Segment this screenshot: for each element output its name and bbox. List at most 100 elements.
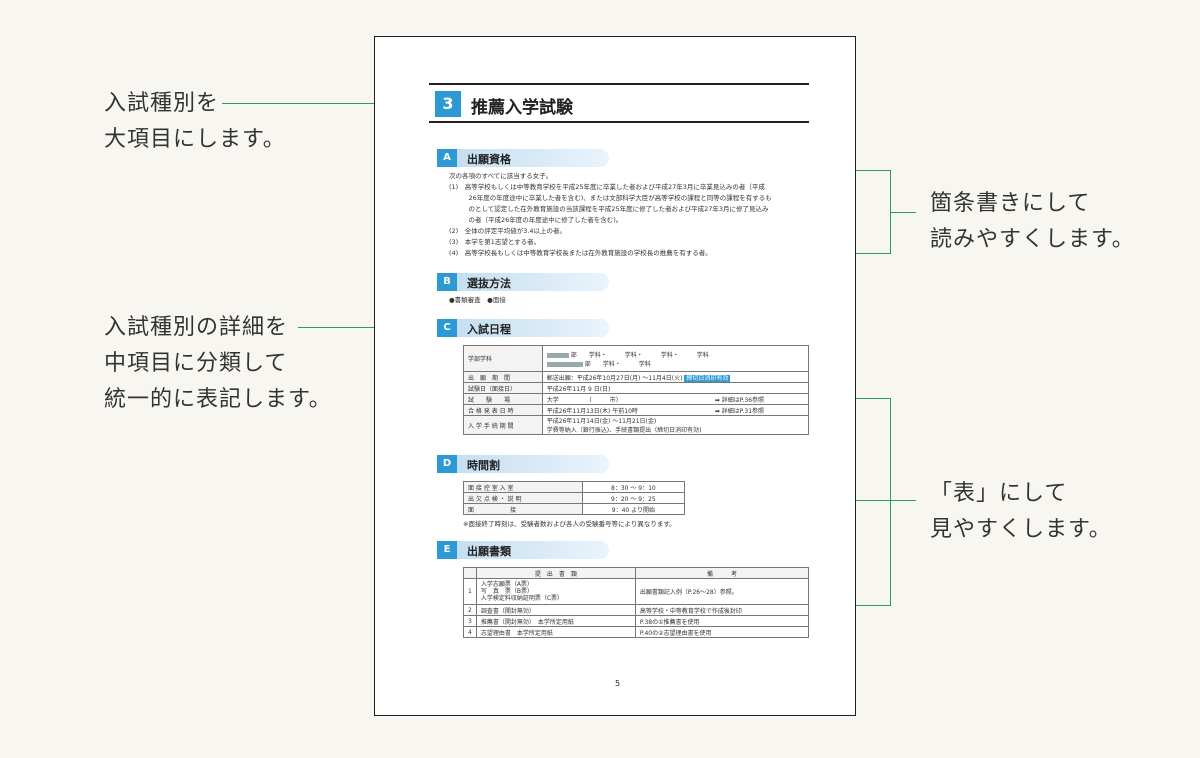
table-cell: 調査書（開封無効） [475,604,636,616]
document-page: 3 推薦入学試験 A 出願資格 次の各項のすべてに該当する女子。 (1) 高等学… [374,36,856,716]
table-header: 提 出 書 類 [475,567,636,579]
schedule-table: 学部学科 部 学科・ 学科・ 学科・ 学科 部 学科・ 学科 出 願 期 間 郵… [463,345,810,435]
annotation-text: 入試種別を [104,91,220,116]
table-row: 提 出 書 類 備 考 [463,567,810,579]
annotation-subsection-level: 入試種別の詳細を 中項目に分類して 統一的に表記します。 [104,310,332,418]
subsection-letter: E [437,541,457,559]
eligibility-list: 次の各項のすべてに該当する女子。 (1) 高等学校もしくは中等教育学校を平成25… [449,171,772,259]
annotation-text: 箇条書きにして [930,191,1091,216]
list-item: (2) 全体の評定平均値が3.4以上の者。 [449,227,567,235]
list-item: のとして認定した在外教育施設の当該課程を平成25年度に修了した者および平成27年… [449,205,769,213]
table-cell: 志望理由書 本学所定用紙 [475,626,636,638]
table-cell: 面 接 控 室 入 室 [463,481,583,493]
table-cell: 出 願 期 間 [463,371,543,383]
annotation-text: 入試種別の詳細を [104,315,289,340]
annotation-text: 「表」にして [930,481,1068,506]
subsection-title: 選抜方法 [467,277,511,290]
selection-method: ●書類審査 ●面接 [449,296,506,304]
table-cell: 面 接 [463,503,583,515]
dept-line: 部 学科・ 学科・ 学科・ 学科 [570,351,709,359]
annotation-list: 箇条書きにして 読みやすくします。 [930,186,1135,258]
table-row: 3 推薦書（開封無効） 本学所定用紙 P.38の①推薦書を使用 [463,615,810,627]
subsection-title: 入試日程 [467,323,511,336]
annotation-text: 大項目にします。 [104,127,286,152]
cell-text: 入学志願票（A票） [480,581,533,588]
table-cell: 合 格 発 表 日 時 [463,404,543,416]
cell-text: 郵送出願：平成26年10月27日(月) 〜11月4日(火) [546,374,683,382]
annotation-text: 統一的に表記します。 [104,387,332,412]
cell-text: 写 真 票（B票） [480,588,533,595]
connector-line [890,212,916,213]
connector-line [826,500,916,501]
page-number: 5 [615,679,621,688]
bracket-line [822,398,891,399]
subsection-letter: D [437,455,457,473]
subsection-header-d: D 時間割 [437,455,609,473]
subsection-letter: A [437,149,457,167]
table-cell: 出願書類記入例（P.26〜28）参照。 [634,578,810,605]
section-number: 3 [435,91,461,117]
table-cell: P.40の②志望理由書を使用 [634,626,810,638]
subsection-header-a: A 出願資格 [437,149,609,167]
timetable-note: ※面接終了時刻は、受験者数および各人の受験番号等により異なります。 [463,520,676,528]
list-item: (3) 本学を第1志望とする者。 [449,238,541,246]
subsection-header-c: C 入試日程 [437,319,609,337]
subsection-title: 時間割 [467,459,500,472]
table-row: 2 調査書（開封無効） 高等学校・中等教育学校で作成後封印 [463,604,810,616]
table-cell: 9：20 〜 9：25 [581,492,686,504]
list-item: (1) 高等学校もしくは中等教育学校を平成25年度に卒業した者および平成27年3… [449,183,765,191]
annotation-table: 「表」にして 見やすくします。 [930,476,1112,548]
bracket-line [890,398,891,606]
table-row: 4 志望理由書 本学所定用紙 P.40の②志望理由書を使用 [463,626,810,638]
list-item: の者（平成26年度の年度途中に修了した者を含む)。 [449,216,623,224]
table-header: 備 考 [634,567,810,579]
section-header: 3 推薦入学試験 [429,83,809,123]
table-cell: ➡ 詳細はP.36参照 [710,393,809,405]
table-cell: 試験日（面接日） [463,382,543,394]
cell-text: 平成26年11月14日(金) 〜11月21日(金) [546,418,657,425]
bracket-line [822,170,891,171]
table-row: 学部学科 部 学科・ 学科・ 学科・ 学科 部 学科・ 学科 [463,345,810,372]
subsection-header-b: B 選抜方法 [437,273,609,291]
table-cell: 出 欠 点 検 ・ 説 明 [463,492,583,504]
subsection-title: 出願書類 [467,545,511,558]
subsection-letter: B [437,273,457,291]
table-cell: 入学志願票（A票） 写 真 票（B票） 入学検定料収納証明票（C票） [475,578,636,605]
status-badge: 締切日消印有効 [684,374,731,382]
table-cell: 郵送出願：平成26年10月27日(月) 〜11月4日(火) 締切日消印有効 [541,371,810,383]
dept-line: 部 学科・ 学科 [584,360,651,368]
table-row: 合 格 発 表 日 時 平成26年11月13日(木) 午前10時 ➡ 詳細はP.… [463,404,809,416]
table-row: 試験日（面接日） 平成26年11月 9 日(日) [463,382,810,394]
table-cell: 3 [463,615,477,627]
table-cell: 平成26年11月 9 日(日) [541,382,810,394]
table-row: 出 願 期 間 郵送出願：平成26年10月27日(月) 〜11月4日(火) 締切… [463,371,810,383]
table-cell: 高等学校・中等教育学校で作成後封印 [634,604,810,616]
documents-table: 提 出 書 類 備 考 1 入学志願票（A票） 写 真 票（B票） 入学検定料収… [463,567,810,638]
bracket-line [822,253,891,254]
list-item: 26年度の年度途中に卒業した者を含む)、または文部科学大臣が高等学校の課程と同等… [449,194,772,202]
table-cell: 1 [463,578,477,605]
bracket-line [822,605,891,606]
cell-text: 学費等納入（銀行振込)、手続書類提出（締切日消印有効) [546,427,702,434]
annotation-text: 見やすくします。 [930,517,1112,542]
table-cell: 入 学 手 続 期 間 [463,415,543,435]
section-title: 推薦入学試験 [471,98,573,118]
subsection-letter: C [437,319,457,337]
table-cell: 大学 （ 市） [541,393,711,405]
annotation-text: 読みやすくします。 [930,227,1135,252]
annotation-text: 中項目に分類して [104,351,288,376]
table-cell [463,567,477,579]
table-cell: 8：30 〜 9：10 [581,481,686,493]
annotation-section-level: 入試種別を 大項目にします。 [104,86,286,158]
table-cell: 平成26年11月14日(金) 〜11月21日(金) 学費等納入（銀行振込)、手続… [541,415,810,435]
table-cell: 部 学科・ 学科・ 学科・ 学科 部 学科・ 学科 [541,345,810,372]
table-cell: 平成26年11月13日(木) 午前10時 [541,404,711,416]
table-cell: 4 [463,626,477,638]
subsection-header-e: E 出願書類 [437,541,609,559]
cell-text: 入学検定料収納証明票（C票） [480,595,564,602]
list-item: (4) 高等学校長もしくは中等教育学校長または在外教育施設の学校長の推薦を有する… [449,249,712,257]
